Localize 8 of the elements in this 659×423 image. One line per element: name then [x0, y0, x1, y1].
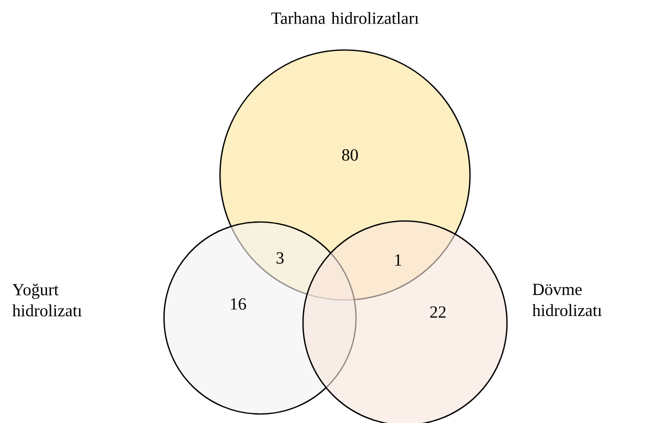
set-label: Dövme hidrolizatı	[532, 284, 602, 316]
set-label: Yoğurt hidrolizatı	[12, 284, 82, 316]
count-label: 16	[231, 298, 246, 310]
set-label: Tarhana hidrolizatları	[271, 12, 419, 24]
count-label: 80	[342, 149, 358, 161]
count-label: 1	[395, 254, 402, 266]
count-label: 3	[276, 252, 284, 264]
count-label: 22	[430, 306, 446, 318]
